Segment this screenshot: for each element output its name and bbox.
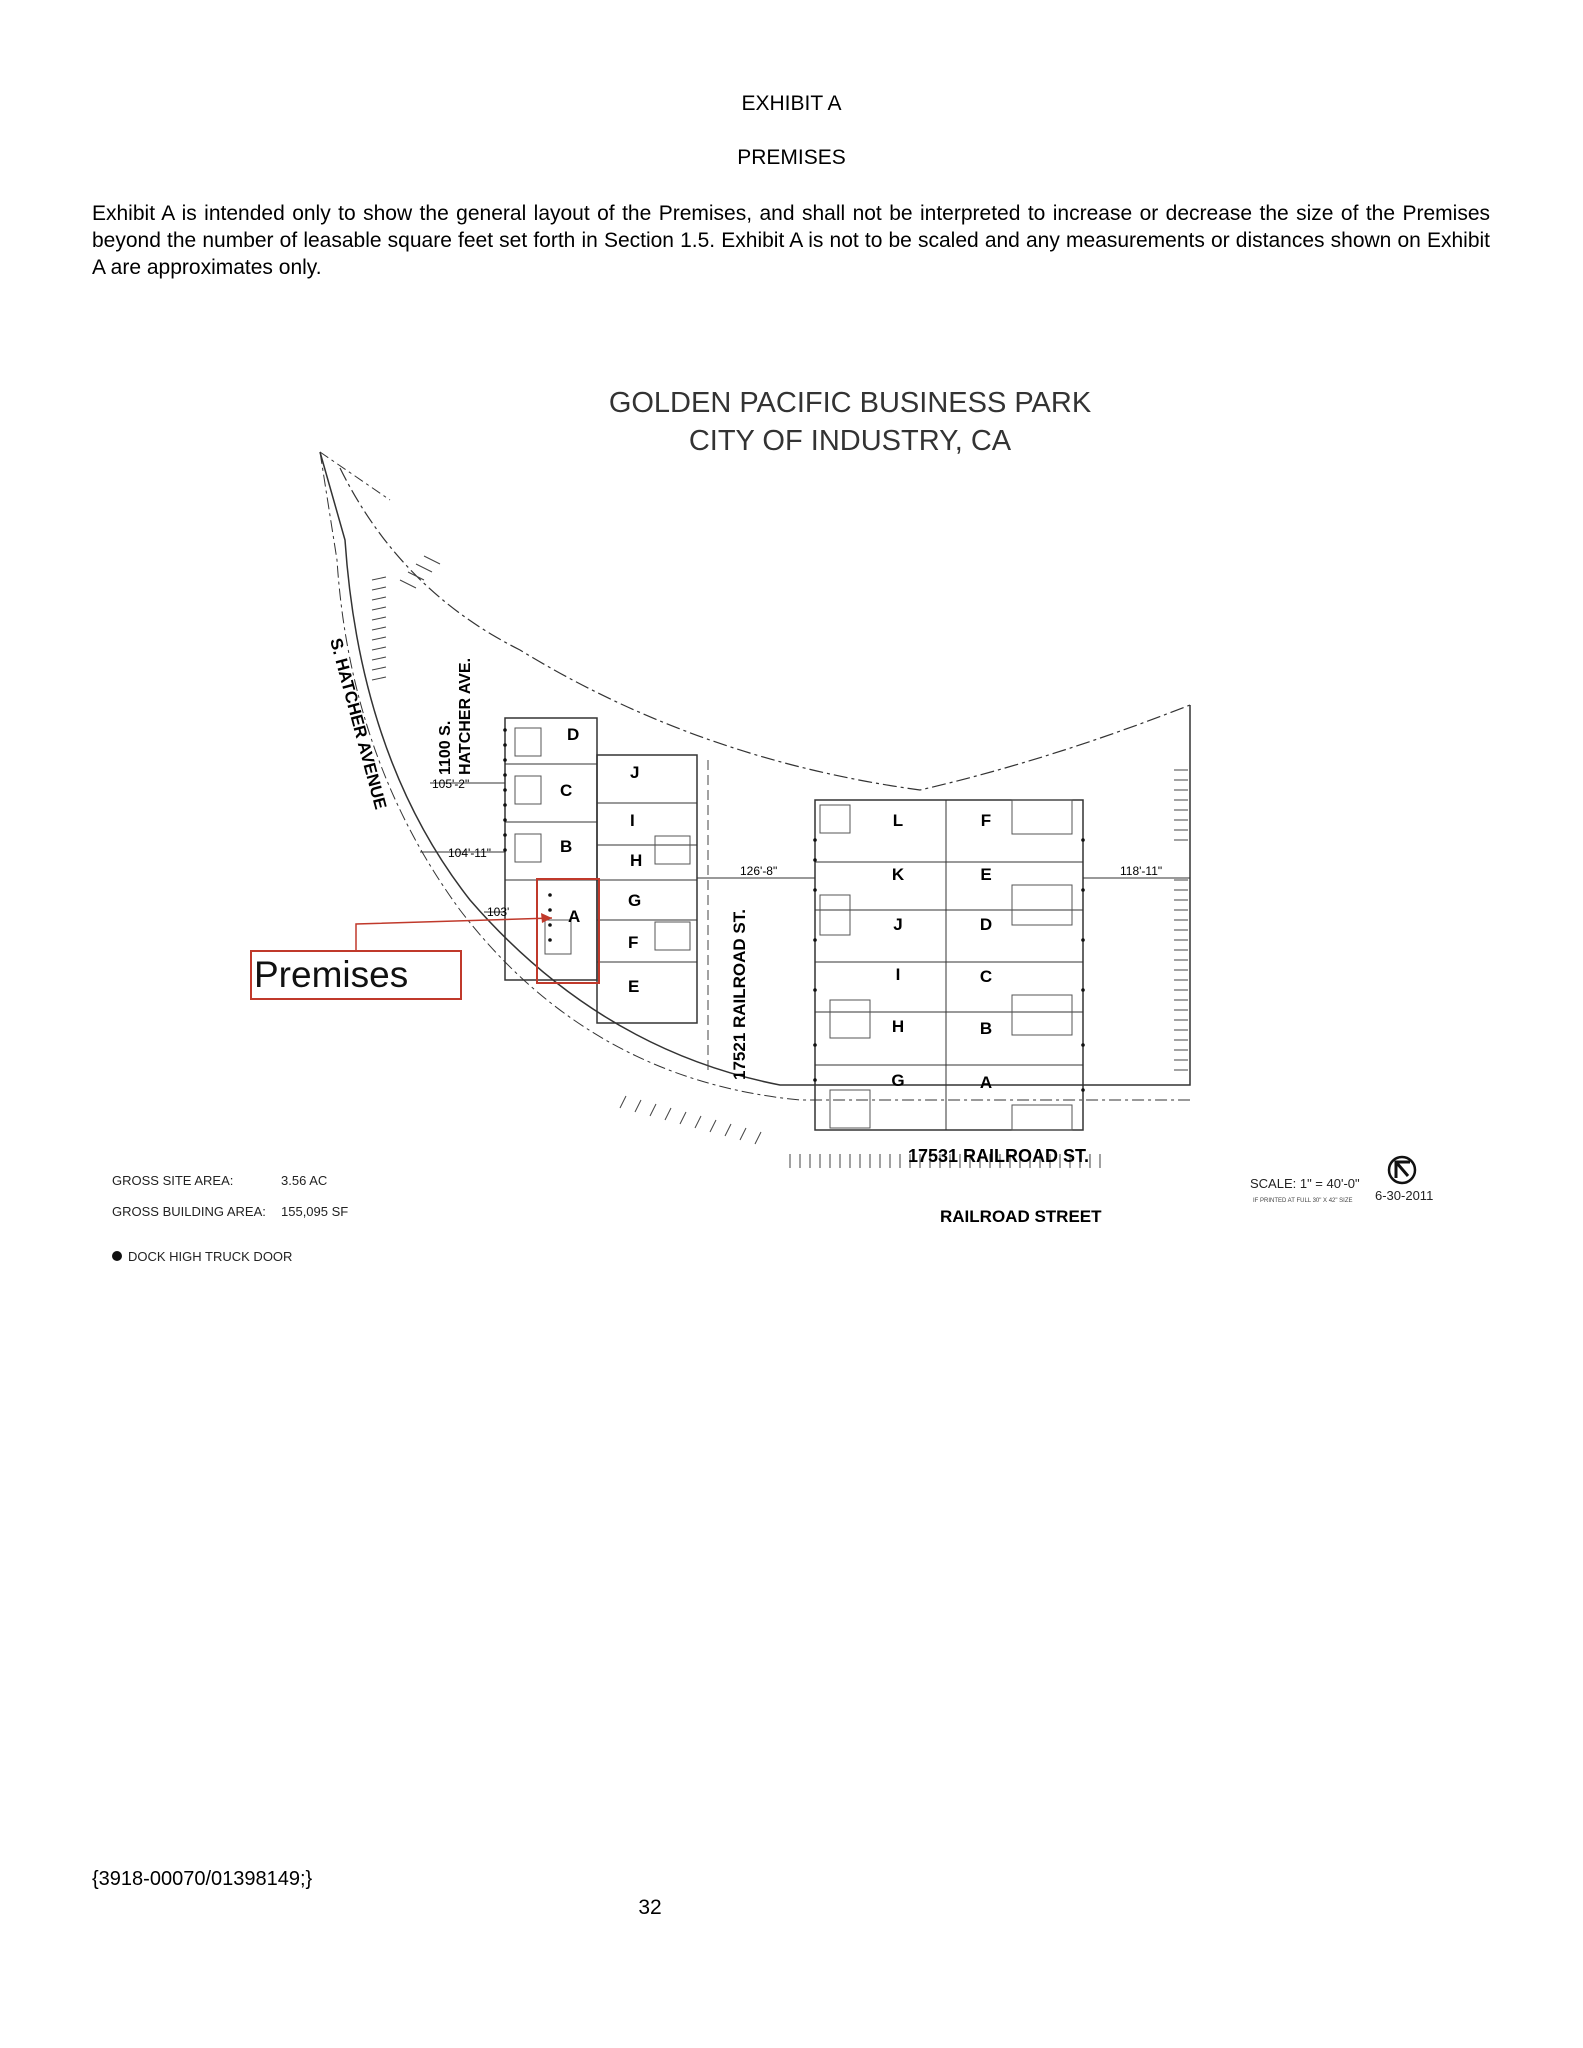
gross-building-area-value: 155,095 SF: [281, 1204, 348, 1219]
east-unit-label: G: [891, 1071, 904, 1090]
middle-unit-label: H: [630, 851, 642, 870]
west-unit-label: B: [560, 837, 572, 856]
address-label-west-line2: HATCHER AVE.: [457, 658, 474, 775]
middle-building: J I H G F E: [596, 754, 698, 1024]
property-boundary: [319, 451, 1191, 1101]
dimension-label: 105'-2": [432, 777, 469, 791]
east-unit-label: F: [981, 811, 991, 830]
dimension-label: 103': [487, 905, 509, 919]
parking-stripes: [371, 555, 1188, 1168]
west-unit-label: C: [560, 781, 572, 800]
north-arrow-icon: [1387, 1155, 1417, 1185]
east-unit-label: E: [980, 865, 991, 884]
site-plan: GOLDEN PACIFIC BUSINESS PARK CITY OF IND…: [112, 387, 1433, 1264]
middle-unit-label: G: [628, 891, 641, 910]
premises-callout: Premises: [250, 878, 600, 1000]
site-plan-title: GOLDEN PACIFIC BUSINESS PARK: [609, 387, 1092, 419]
east-unit-label: A: [980, 1073, 992, 1092]
intro-paragraph: Exhibit A is intended only to show the g…: [92, 202, 1490, 279]
east-unit-label: J: [893, 915, 902, 934]
dimension-label: 104'-11": [448, 846, 491, 860]
exhibit-subtitle: PREMISES: [737, 146, 846, 169]
east-building: L K J I H G F E D C B A: [814, 799, 1084, 1131]
address-label-west-line1: 1100 S.: [437, 721, 454, 775]
east-unit-label: B: [980, 1019, 992, 1038]
plan-date: 6-30-2011: [1375, 1188, 1433, 1203]
middle-unit-label: F: [628, 933, 638, 952]
east-unit-label: H: [892, 1017, 904, 1036]
dimension-label: 118'-11": [1120, 864, 1162, 878]
west-unit-label: A: [568, 907, 580, 926]
east-unit-label: C: [980, 967, 992, 986]
east-unit-label: L: [893, 811, 903, 830]
middle-unit-label: E: [628, 977, 639, 996]
dimension-label: 126'-8": [740, 864, 777, 878]
gross-site-area-value: 3.56 AC: [281, 1173, 327, 1188]
exhibit-title: EXHIBIT A: [741, 92, 842, 115]
address-label-south: 17531 RAILROAD ST.: [908, 1146, 1089, 1166]
premises-label: Premises: [254, 954, 408, 995]
east-unit-label: I: [896, 965, 901, 984]
document-id: {3918-00070/01398149;}: [92, 1868, 313, 1890]
west-unit-label: D: [567, 725, 579, 744]
gross-building-area-label: GROSS BUILDING AREA:: [112, 1204, 266, 1219]
street-label-west: S. HATCHER AVENUE: [326, 636, 390, 811]
premises-highlight: [536, 878, 600, 984]
street-label-south: RAILROAD STREET: [940, 1207, 1102, 1226]
page-number: 32: [638, 1896, 662, 1919]
dock-door-dots: [503, 728, 1085, 1092]
site-plan-location: CITY OF INDUSTRY, CA: [689, 425, 1012, 457]
address-label-center: 17521 RAILROAD ST.: [730, 909, 749, 1080]
east-unit-label: D: [980, 915, 992, 934]
middle-unit-label: J: [630, 763, 639, 782]
dock-door-legend-icon: [112, 1251, 122, 1261]
dimension-lines: [420, 782, 1190, 913]
east-unit-label: K: [892, 865, 905, 884]
middle-unit-label: I: [630, 811, 635, 830]
legend-dock-door: DOCK HIGH TRUCK DOOR: [128, 1249, 292, 1264]
scale-note: IF PRINTED AT FULL 30" X 42" SIZE: [1253, 1198, 1353, 1204]
scale-label: SCALE: 1" = 40'-0": [1250, 1176, 1360, 1191]
gross-site-area-label: GROSS SITE AREA:: [112, 1173, 233, 1188]
